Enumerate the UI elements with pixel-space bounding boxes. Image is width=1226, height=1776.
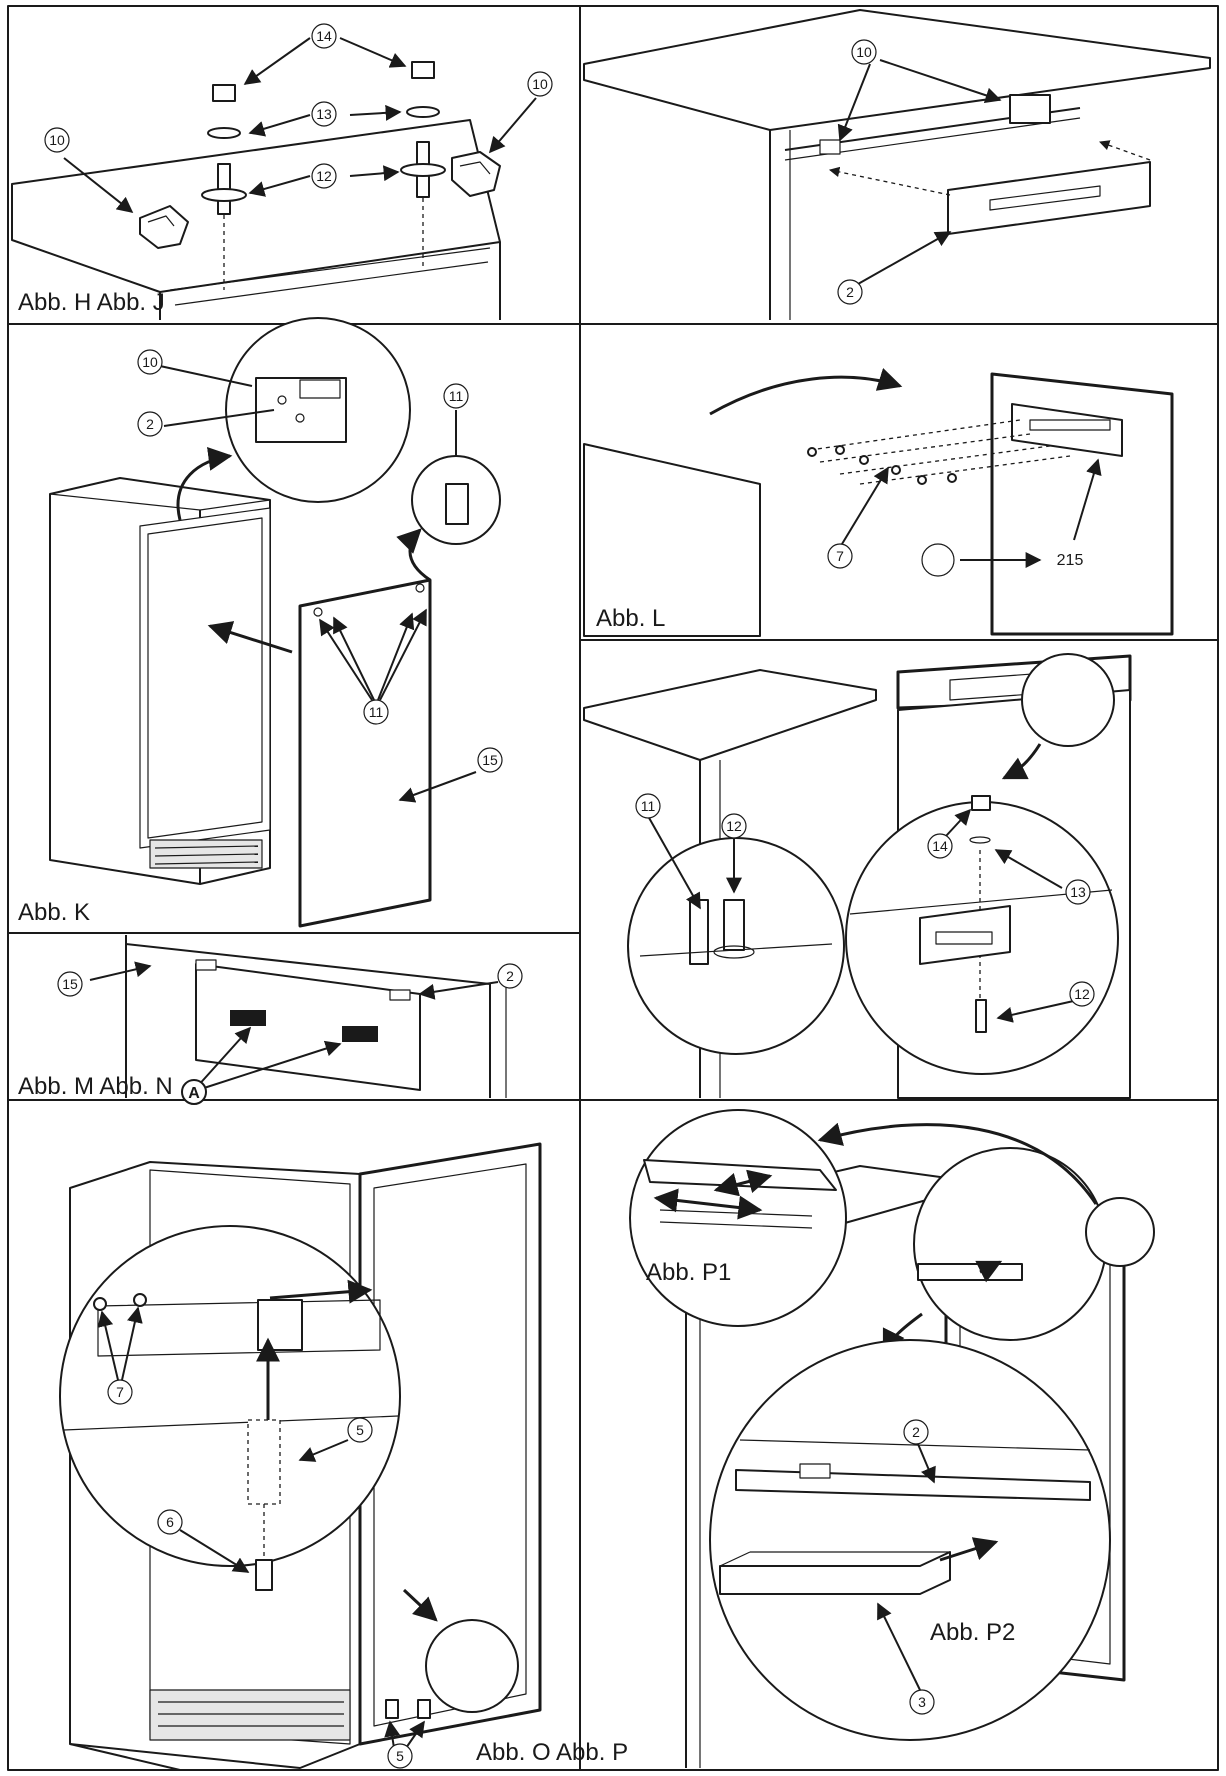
panel-p: 2 3 Abb. P1 Abb. P2: [629, 1109, 1155, 1768]
svg-text:3: 3: [918, 1694, 926, 1710]
callout-3-p: 3: [909, 1689, 935, 1715]
callout-11b-k: 11: [363, 699, 389, 725]
svg-text:6: 6: [166, 1514, 174, 1530]
svg-text:14: 14: [316, 28, 332, 44]
caption-abb-p1: Abb. P1: [646, 1259, 731, 1286]
callout-12b-detail: 12: [1069, 981, 1095, 1007]
callout-12: 12: [311, 163, 337, 189]
caption-abb-m-n: Abb. M Abb. N: [18, 1073, 173, 1100]
mounting-bracket: [947, 161, 1151, 235]
svg-text:5: 5: [396, 1748, 404, 1764]
marker-circle: [921, 543, 955, 577]
svg-text:10: 10: [856, 44, 872, 60]
svg-text:15: 15: [62, 976, 78, 992]
callout-12a-detail: 12: [721, 813, 747, 839]
panel-o: 7 5 6 5 Abb. O Abb. P: [59, 1142, 628, 1771]
panel-detail: 11 12 14 13 12: [583, 653, 1132, 1099]
callout-15-k: 15: [477, 747, 503, 773]
caption-abb-p2: Abb. P2: [930, 1619, 1015, 1646]
bolt-set-left: [201, 84, 247, 290]
caption-abb-o-p: Abb. O Abb. P: [476, 1739, 628, 1766]
panel-l: 7 215 Abb. L: [583, 367, 1174, 637]
bracket-m: [195, 959, 421, 1091]
panel-h: 14 13 12 10 10 Abb. H Abb. J: [11, 23, 553, 320]
callout-14-detail: 14: [927, 833, 953, 859]
caption-abb-h-j: Abb. H Abb. J: [18, 289, 165, 316]
zoom-p2: [709, 1339, 1111, 1741]
svg-text:2: 2: [506, 968, 514, 984]
caption-abb-l: Abb. L: [596, 605, 665, 632]
svg-text:12: 12: [316, 168, 332, 184]
svg-text:2: 2: [846, 284, 854, 300]
zoom-door-bracket: [59, 1225, 401, 1591]
callout-7-l: 7: [827, 543, 853, 569]
callout-11-detail: 11: [635, 793, 661, 819]
svg-text:11: 11: [449, 388, 464, 404]
callout-13-detail: 13: [1065, 879, 1091, 905]
callout-10a: 10: [44, 127, 70, 153]
svg-text:13: 13: [316, 106, 332, 122]
callout-11a-k: 11: [443, 383, 469, 409]
callout-15-m: 15: [57, 971, 83, 997]
bracket-l: [1011, 403, 1123, 457]
callout-2-p: 2: [903, 1419, 929, 1445]
bolt-set-right: [400, 61, 446, 270]
zoom-top-right: [913, 1147, 1155, 1341]
svg-text:15: 15: [482, 752, 498, 768]
svg-text:10: 10: [142, 354, 158, 370]
caption-abb-k: Abb. K: [18, 899, 90, 926]
callout-5b-o: 5: [387, 1743, 413, 1769]
zoom-detail-pin: [411, 455, 501, 545]
vent-grille: [149, 839, 263, 869]
svg-text:14: 14: [932, 838, 948, 854]
callout-14a: 14: [311, 23, 337, 49]
svg-text:5: 5: [356, 1422, 364, 1438]
zoom-hinge-pin: [627, 837, 845, 1055]
zoom-bottom-hinge: [425, 1619, 519, 1713]
svg-text:12: 12: [726, 818, 742, 834]
callout-10b: 10: [527, 71, 553, 97]
hinge-part-right: [451, 151, 501, 197]
svg-text:11: 11: [641, 798, 656, 814]
callout-5a-o: 5: [347, 1417, 373, 1443]
callout-6-o: 6: [157, 1509, 183, 1535]
callout-7-o: 7: [107, 1379, 133, 1405]
zoom-detail-bracket: [225, 317, 411, 503]
zoom-p1: [629, 1109, 847, 1327]
callout-2-j: 2: [837, 279, 863, 305]
svg-text:13: 13: [1070, 884, 1086, 900]
svg-text:2: 2: [912, 1424, 920, 1440]
hinge-part-left: [139, 205, 189, 249]
svg-text:10: 10: [532, 76, 548, 92]
callout-2-k: 2: [137, 411, 163, 437]
callout-13: 13: [311, 101, 337, 127]
svg-text:A: A: [188, 1085, 200, 1102]
screws-l: [807, 419, 1071, 485]
door-panel: [298, 578, 432, 928]
callout-10-k: 10: [137, 349, 163, 375]
panel-m: 15 2 A Abb. M Abb. N: [18, 935, 523, 1105]
panel-j: 10 2: [583, 9, 1211, 320]
svg-text:10: 10: [49, 132, 65, 148]
svg-text:11: 11: [369, 704, 384, 720]
svg-text:7: 7: [116, 1384, 124, 1400]
hinge-parts-5: [385, 1699, 431, 1719]
vent-grille-o: [149, 1689, 351, 1741]
panel-k: 10 2 11 11 15 Abb. K: [18, 317, 503, 928]
svg-text:2: 2: [146, 416, 154, 432]
svg-text:7: 7: [836, 548, 844, 564]
svg-text:12: 12: [1074, 986, 1090, 1002]
marker-a: A: [181, 1079, 207, 1105]
callout-2-m: 2: [497, 963, 523, 989]
callout-215-l: 215: [1057, 552, 1084, 569]
panel-grid: [7, 5, 1219, 1771]
callout-10-j: 10: [851, 39, 877, 65]
